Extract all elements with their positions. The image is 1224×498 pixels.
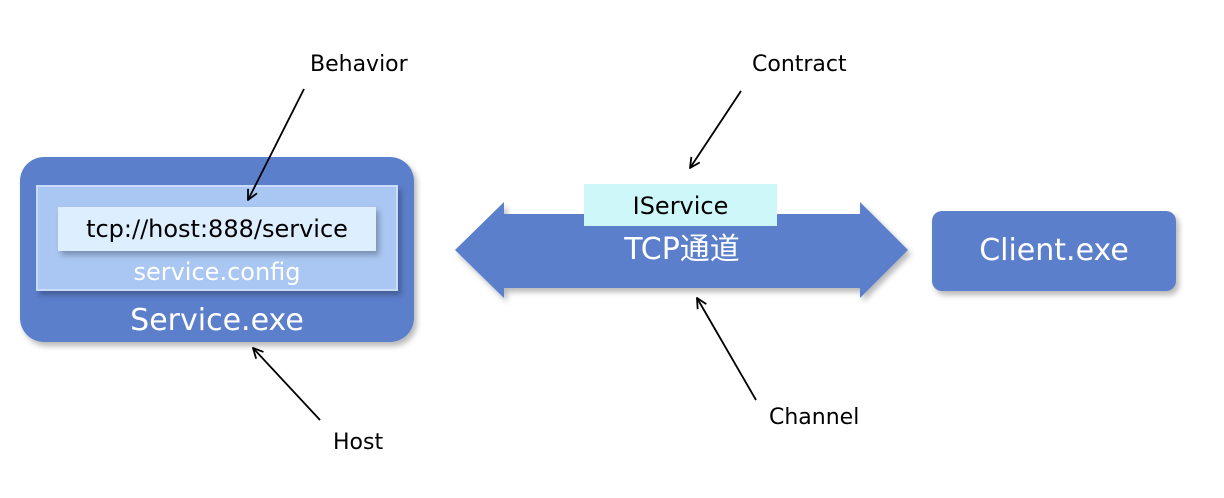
tcp-channel-arrow <box>455 202 908 298</box>
client-title: Client.exe <box>979 233 1129 268</box>
channel-arrow <box>697 298 757 401</box>
host-arrow <box>253 348 321 421</box>
tcp-channel-label: TCP通道 <box>624 232 740 267</box>
service-config-label: service.config <box>133 258 301 286</box>
behavior-label: Behavior <box>310 52 408 77</box>
host-label: Host <box>333 430 384 455</box>
contract-arrow <box>690 90 742 168</box>
endpoint-box <box>58 207 376 251</box>
contract-label: Contract <box>752 52 847 77</box>
iservice-box <box>584 184 777 226</box>
channel-label: Channel <box>769 405 860 430</box>
service-title: Service.exe <box>130 303 304 338</box>
endpoint-address: tcp://host:888/service <box>86 215 348 243</box>
client-box <box>932 211 1176 291</box>
behavior-arrow <box>248 88 305 200</box>
iservice-label: IService <box>632 192 729 220</box>
